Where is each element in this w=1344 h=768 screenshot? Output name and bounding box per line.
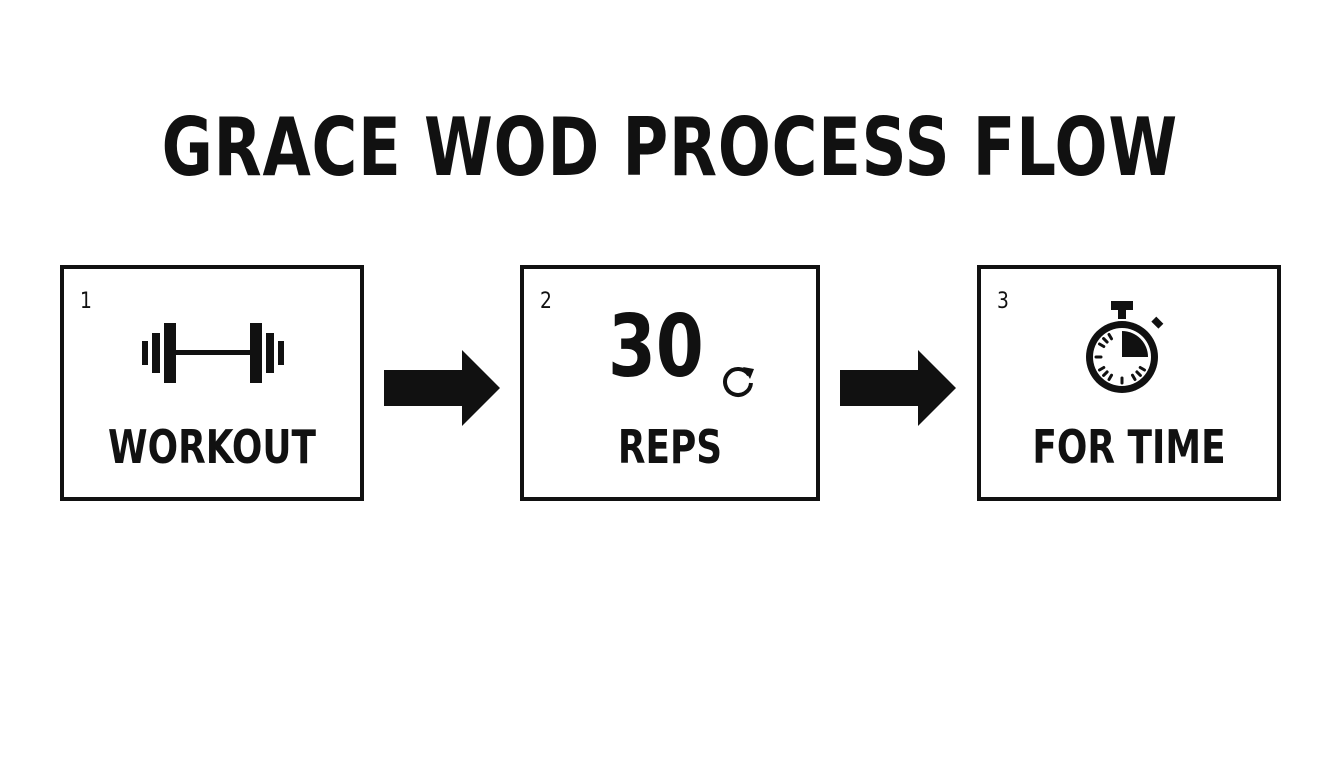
step-label: REPS bbox=[617, 420, 723, 474]
step-number: 2 bbox=[540, 289, 552, 314]
step-label: FOR TIME bbox=[1032, 420, 1226, 474]
arrow-right-icon bbox=[840, 350, 956, 426]
diagram-title: GRACE WOD PROCESS FLOW bbox=[161, 101, 1178, 194]
arrow-right-icon bbox=[384, 350, 500, 426]
repeat-icon bbox=[723, 367, 754, 397]
step-number: 1 bbox=[80, 289, 92, 314]
step-for-time: 3 FOR TIME bbox=[977, 265, 1281, 501]
step-reps: 2 30 REPS bbox=[520, 265, 820, 501]
step-workout: 1 WORKOUT bbox=[60, 265, 364, 501]
barbell-icon bbox=[142, 323, 284, 383]
step-label: WORKOUT bbox=[107, 420, 317, 474]
reps-count: 30 bbox=[608, 297, 704, 397]
stopwatch-icon bbox=[1086, 301, 1164, 393]
step-number: 3 bbox=[997, 289, 1009, 314]
